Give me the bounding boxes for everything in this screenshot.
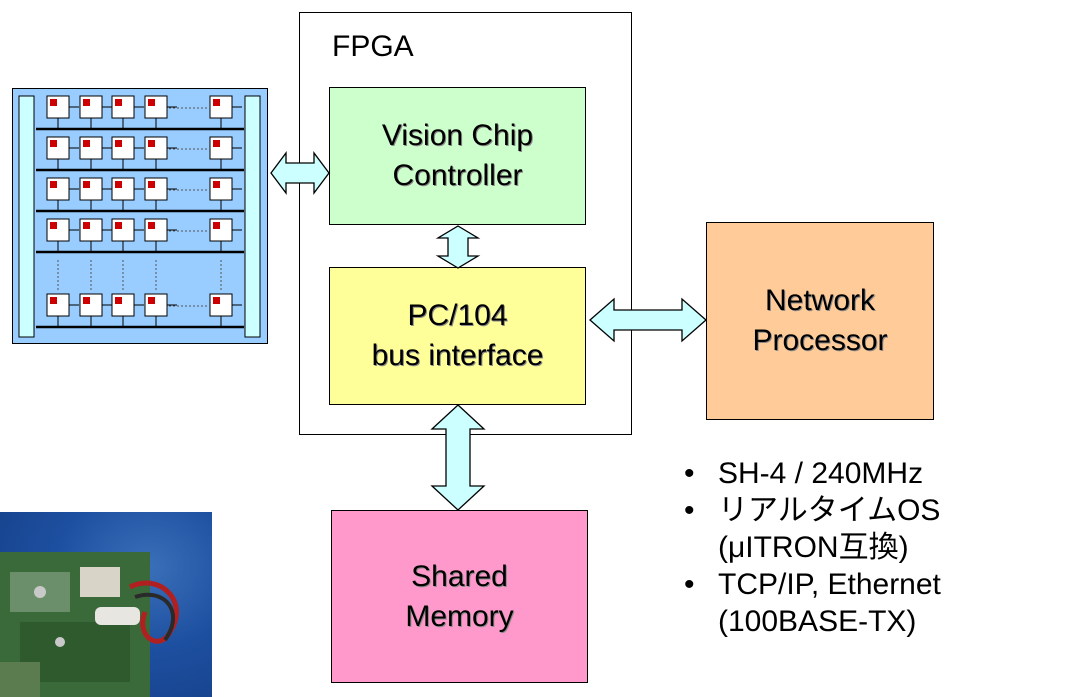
feature-list-item: • TCP/IP, Ethernet (100BASE-TX) xyxy=(680,566,1075,640)
pe-marker xyxy=(115,222,122,229)
pe-marker xyxy=(148,181,155,188)
feature-line: (100BASE-TX) xyxy=(718,605,917,638)
feature-line: TCP/IP, Ethernet xyxy=(718,568,941,601)
pe-marker xyxy=(50,140,57,147)
pc104-bus-interface-label: PC/104 bus interface xyxy=(329,267,586,405)
pe-marker xyxy=(50,222,57,229)
feature-line: SH-4 / 240MHz xyxy=(718,457,924,490)
pe-marker xyxy=(83,99,90,106)
bus-memory-arrow xyxy=(430,404,486,511)
pe-marker xyxy=(83,181,90,188)
bus-network-arrow xyxy=(589,297,707,343)
feature-list-item: • SH-4 / 240MHz xyxy=(680,455,1075,492)
network-processor-label: Network Processor xyxy=(706,222,934,420)
pe-marker xyxy=(50,99,57,106)
feature-line: (μITRON互換) xyxy=(718,531,909,564)
pe-marker xyxy=(148,297,155,304)
feature-list-item: • リアルタイムOS (μITRON互換) xyxy=(680,492,1075,566)
pe-marker xyxy=(213,140,220,147)
pe-marker xyxy=(50,181,57,188)
vision-chip-controller-line2: Controller xyxy=(392,159,523,192)
pe-marker xyxy=(83,140,90,147)
controller-bus-arrow xyxy=(435,225,481,269)
chip-controller-arrow xyxy=(270,151,330,195)
pe-marker xyxy=(115,99,122,106)
pe-marker xyxy=(213,181,220,188)
pe-marker xyxy=(115,181,122,188)
bullet-icon: • xyxy=(684,457,695,490)
network-processor-line2: Processor xyxy=(752,324,888,357)
pe-marker xyxy=(83,297,90,304)
pe-marker xyxy=(50,297,57,304)
board-photo-drawing xyxy=(0,552,179,697)
pe-marker xyxy=(213,99,220,106)
vision-chip-controller-label: Vision Chip Controller xyxy=(329,87,586,225)
vision-chip-controller-line1: Vision Chip xyxy=(381,119,534,152)
shared-memory-label: Shared Memory xyxy=(331,510,588,683)
network-processor-line1: Network xyxy=(764,284,876,317)
pe-marker xyxy=(115,140,122,147)
pc104-line2: bus interface xyxy=(371,339,544,372)
feature-line: リアルタイムOS xyxy=(718,494,941,527)
pe-marker xyxy=(213,222,220,229)
pc104-line1: PC/104 xyxy=(407,299,508,332)
pe-marker xyxy=(115,297,122,304)
pe-marker xyxy=(148,99,155,106)
pixel-processor-array-icon xyxy=(12,88,268,344)
feature-list: • SH-4 / 240MHz • リアルタイムOS (μITRON互換) • TCP/IP… xyxy=(680,455,1075,640)
network-processor-box xyxy=(706,222,934,420)
shared-memory-box xyxy=(331,510,588,683)
shared-memory-line2: Memory xyxy=(405,599,514,633)
pe-marker xyxy=(213,297,220,304)
fpga-title: FPGA xyxy=(332,30,414,63)
bullet-icon: • xyxy=(684,494,695,527)
bullet-icon: • xyxy=(684,568,695,601)
shared-memory-line1: Shared xyxy=(411,559,508,593)
pe-marker xyxy=(83,222,90,229)
pe-marker xyxy=(148,140,155,147)
board-photo-icon xyxy=(0,512,212,697)
processing-element-grid xyxy=(36,95,244,329)
pc104-bus-interface-box xyxy=(329,267,586,405)
pe-marker xyxy=(148,222,155,229)
vision-chip-controller-box xyxy=(329,87,586,225)
